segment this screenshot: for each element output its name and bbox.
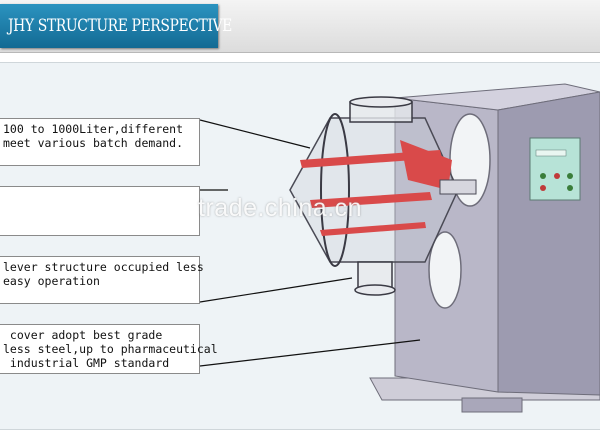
internal-bar [310,192,432,208]
control-button-icon [567,185,573,191]
watermark: trade.china.cn [198,194,363,222]
callout-lever-structure: lever structure occupied less easy opera… [0,256,204,304]
mixing-drum [289,117,459,263]
control-button-icon [540,173,546,179]
header-bar: JHY STRUCTURE PERSPECTIVE [0,0,600,53]
header-title: JHY STRUCTURE PERSPECTIVE [8,16,232,36]
leader-line [199,277,353,303]
cabinet-top [394,83,600,111]
leader-line [199,119,311,149]
callout-material: cover adopt best grade less steel,up to … [0,324,218,374]
cabinet-porthole [428,231,462,309]
control-button-icon [540,185,546,191]
drum-ring [320,113,350,267]
inlet-lid [349,96,413,108]
drive-shaft [439,179,477,195]
bottom-outlet [357,261,393,289]
leader-line [199,339,421,367]
control-button-icon [554,173,560,179]
control-display [535,149,567,157]
callout-capacity: 100 to 1000Liter,different meet various … [0,118,200,166]
base-foot [461,397,523,413]
control-panel [529,137,581,201]
header-tab: JHY STRUCTURE PERSPECTIVE [0,4,232,48]
callout-blank [0,186,200,236]
control-button-icon [567,173,573,179]
internal-bar [320,222,426,236]
cabinet-right-face [497,91,600,396]
internal-paddle [400,140,452,190]
outlet-flange [354,284,396,296]
